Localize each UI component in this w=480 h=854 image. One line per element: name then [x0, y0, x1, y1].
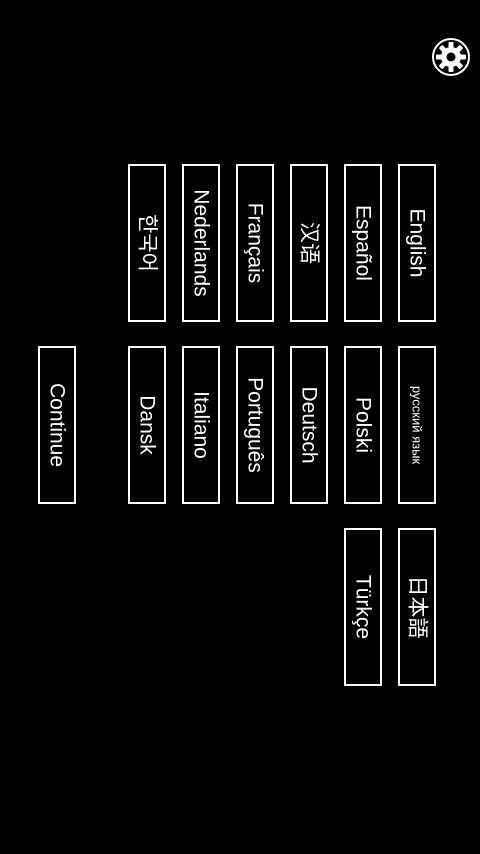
language-label: Français	[243, 202, 267, 284]
language-label: Nederlands	[189, 189, 213, 297]
language-button-korean[interactable]: 한국어	[128, 164, 166, 322]
language-button-chinese[interactable]: 汉语	[290, 164, 328, 322]
language-label: Español	[351, 205, 375, 281]
language-button-turkce[interactable]: Türkçe	[344, 528, 382, 686]
language-button-espanol[interactable]: Español	[344, 164, 382, 322]
language-button-portugues[interactable]: Português	[236, 346, 274, 504]
language-label: Türkçe	[351, 574, 375, 640]
continue-label: Continue	[45, 382, 69, 468]
language-button-dansk[interactable]: Dansk	[128, 346, 166, 504]
language-label: 한국어	[135, 214, 159, 272]
language-button-francais[interactable]: Français	[236, 164, 274, 322]
language-button-russian[interactable]: русский язык	[398, 346, 436, 504]
language-button-japanese[interactable]: 日本語	[398, 528, 436, 686]
language-button-polski[interactable]: Polski	[344, 346, 382, 504]
language-label: Dansk	[135, 395, 159, 455]
language-label: 汉语	[297, 222, 321, 264]
language-label: Português	[243, 377, 267, 473]
language-label: Deutsch	[297, 386, 321, 464]
language-button-english[interactable]: English	[398, 164, 436, 322]
settings-gear-icon[interactable]	[431, 37, 471, 77]
language-button-italiano[interactable]: Italiano	[182, 346, 220, 504]
language-label: English	[405, 208, 429, 278]
continue-button[interactable]: Continue	[38, 346, 76, 504]
language-label: Italiano	[189, 391, 213, 459]
language-label: 日本語	[405, 575, 429, 639]
language-label: Polski	[351, 396, 375, 454]
language-button-nederlands[interactable]: Nederlands	[182, 164, 220, 322]
language-label: русский язык	[409, 385, 425, 465]
language-button-deutsch[interactable]: Deutsch	[290, 346, 328, 504]
